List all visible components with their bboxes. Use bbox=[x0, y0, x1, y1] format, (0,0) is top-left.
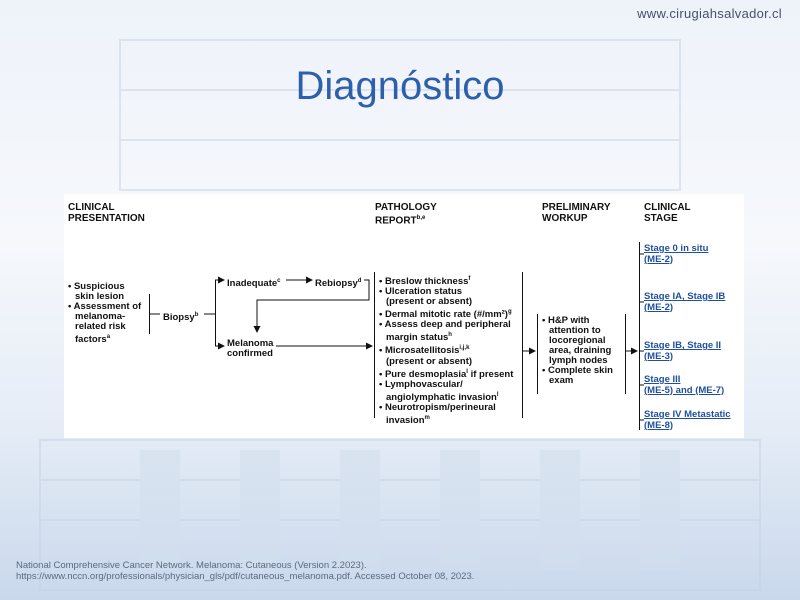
stage-ia-ib-link[interactable]: Stage IA, Stage IB(ME-2) bbox=[644, 291, 726, 313]
citation-footer: National Comprehensive Cancer Network. M… bbox=[16, 560, 474, 582]
workup-left-bracket bbox=[537, 314, 538, 394]
stage-bracket bbox=[639, 242, 640, 430]
citation-line-1: National Comprehensive Cancer Network. M… bbox=[16, 560, 367, 571]
preliminary-workup-list: • H&P with attention to locoregional are… bbox=[542, 315, 613, 386]
header-pathology-report: PATHOLOGY REPORTb,e bbox=[375, 202, 437, 227]
pathology-right-bracket bbox=[522, 272, 523, 418]
biopsy-label: Biopsyb bbox=[163, 312, 199, 324]
flowchart-arrows bbox=[150, 253, 644, 421]
slide-title: Diagnóstico bbox=[295, 64, 505, 108]
workup-right-bracket bbox=[625, 314, 626, 394]
clinical-presentation-list: • Suspicious skin lesion • Assessment of… bbox=[68, 281, 142, 346]
rebiopsy-label: Rebiopsyd bbox=[315, 278, 362, 290]
stage-iv-link[interactable]: Stage IV Metastatic(ME-8) bbox=[644, 409, 731, 431]
biopsy-branch-line bbox=[215, 280, 216, 346]
inadequate-label: Inadequatec bbox=[227, 278, 281, 290]
header-clinical-presentation: CLINICAL PRESENTATION bbox=[68, 202, 145, 224]
pathology-left-bracket bbox=[374, 272, 375, 418]
stage-iii-link[interactable]: Stage III(ME-5) and (ME-7) bbox=[644, 374, 725, 396]
stage-0-link[interactable]: Stage 0 in situ(ME-2) bbox=[644, 243, 709, 265]
header-clinical-stage: CLINICAL STAGE bbox=[644, 202, 691, 224]
stage-ib-ii-link[interactable]: Stage IB, Stage II(ME-3) bbox=[644, 340, 722, 362]
header-preliminary-workup: PRELIMINARY WORKUP bbox=[542, 202, 611, 224]
presentation-bracket bbox=[149, 294, 150, 334]
citation-line-2: https://www.nccn.org/professionals/physi… bbox=[16, 571, 475, 582]
flowchart-panel: CLINICAL PRESENTATION PATHOLOGY REPORTb,… bbox=[64, 194, 744, 438]
site-url: www.cirugiahsalvador.cl bbox=[637, 6, 782, 21]
melanoma-confirmed-label: Melanoma confirmed bbox=[227, 338, 274, 359]
pathology-report-list: • Breslow thicknessf • Ulceration status… bbox=[379, 276, 514, 427]
